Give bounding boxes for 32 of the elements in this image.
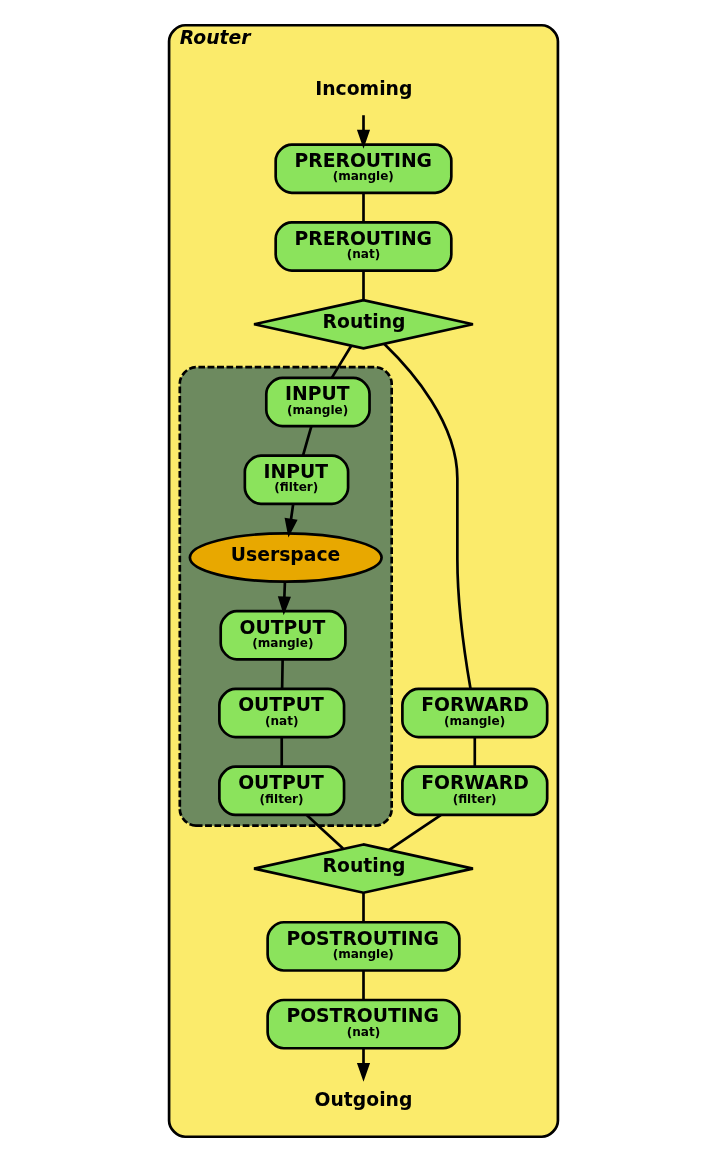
connector xyxy=(362,270,365,301)
cluster xyxy=(178,365,393,828)
node-box: FORWARD (filter) xyxy=(401,765,549,817)
connector xyxy=(280,737,284,767)
node-box: FORWARD (mangle) xyxy=(401,687,549,739)
arrow xyxy=(356,1048,371,1082)
connector xyxy=(280,659,284,689)
node-box: INPUT (filter) xyxy=(243,454,350,506)
node-box: INPUT (mangle) xyxy=(264,376,371,428)
connector xyxy=(473,737,477,767)
node-ellipse: Userspace xyxy=(188,532,383,583)
node-box: OUTPUT (mangle) xyxy=(219,609,347,661)
arrow xyxy=(284,503,298,538)
arrow xyxy=(277,581,291,616)
node-box: PREROUTING (mangle) xyxy=(274,143,453,195)
connector xyxy=(383,343,472,689)
connector xyxy=(330,345,353,379)
node-box: POSTROUTING (mangle) xyxy=(266,920,461,972)
node-text: Outgoing xyxy=(314,1088,413,1110)
connector xyxy=(362,193,365,223)
node-diamond: Routing xyxy=(252,843,475,895)
node-box: POSTROUTING (nat) xyxy=(266,998,461,1050)
node-diamond: Routing xyxy=(252,298,475,350)
node-text: Incoming xyxy=(315,77,413,99)
node-box: OUTPUT (nat) xyxy=(218,687,346,739)
connector xyxy=(362,970,365,1000)
node-box: OUTPUT (filter) xyxy=(218,765,346,817)
arrow xyxy=(356,115,371,149)
connector xyxy=(301,425,313,456)
node-box: PREROUTING (nat) xyxy=(274,221,453,272)
connector xyxy=(362,892,365,923)
connector xyxy=(388,814,442,852)
